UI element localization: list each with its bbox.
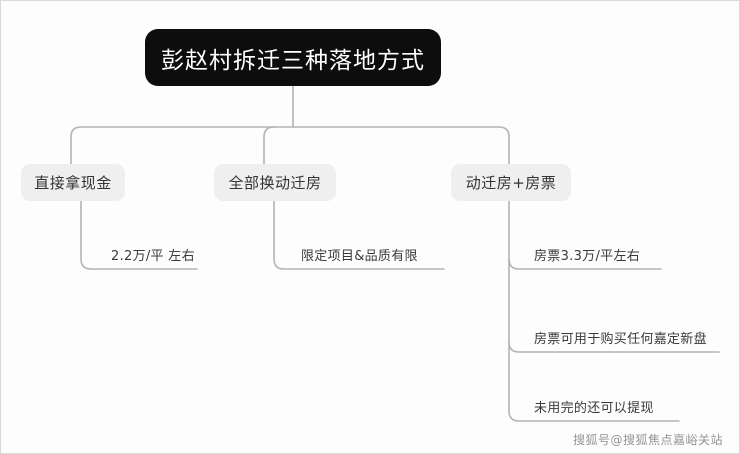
leaf-node-voucher-cashout[interactable]: 未用完的还可以提现 [534, 395, 734, 417]
connector-bus-right [292, 126, 510, 165]
branch-node-housing[interactable]: 全部换动迁房 [214, 164, 336, 201]
leaf-node-cash-price[interactable]: 2.2万/平 左右 [111, 243, 271, 265]
branch-node-housing-label: 全部换动迁房 [228, 174, 322, 192]
leaf-node-housing-limits[interactable]: 限定项目&品质有限 [301, 243, 491, 265]
leaf-node-voucher-price[interactable]: 房票3.3万/平左右 [534, 243, 734, 265]
leaf-node-housing-limits-label: 限定项目&品质有限 [301, 248, 418, 264]
root-node-label: 彭赵村拆迁三种落地方式 [161, 47, 425, 74]
connector-bus-left [70, 126, 294, 165]
leaf-node-cash-price-label: 2.2万/平 左右 [111, 248, 195, 264]
leaf-node-voucher-price-label: 房票3.3万/平左右 [534, 248, 641, 264]
branch-node-cash[interactable]: 直接拿现金 [21, 164, 125, 201]
branch-node-housing-voucher-label: 动迁房+房票 [465, 174, 557, 192]
root-node[interactable]: 彭赵村拆迁三种落地方式 [145, 29, 441, 86]
watermark-text: 搜狐号@搜狐焦点嘉峪关站 [573, 433, 724, 447]
leaf-node-voucher-cashout-label: 未用完的还可以提现 [534, 400, 654, 416]
branch-node-housing-voucher[interactable]: 动迁房+房票 [451, 164, 571, 201]
leaf-node-voucher-usage-label: 房票可用于购买任何嘉定新盘 [534, 331, 707, 347]
connector-bus-middle [263, 126, 275, 165]
leaf-node-voucher-usage[interactable]: 房票可用于购买任何嘉定新盘 [534, 326, 739, 348]
branch-node-cash-label: 直接拿现金 [34, 174, 112, 192]
